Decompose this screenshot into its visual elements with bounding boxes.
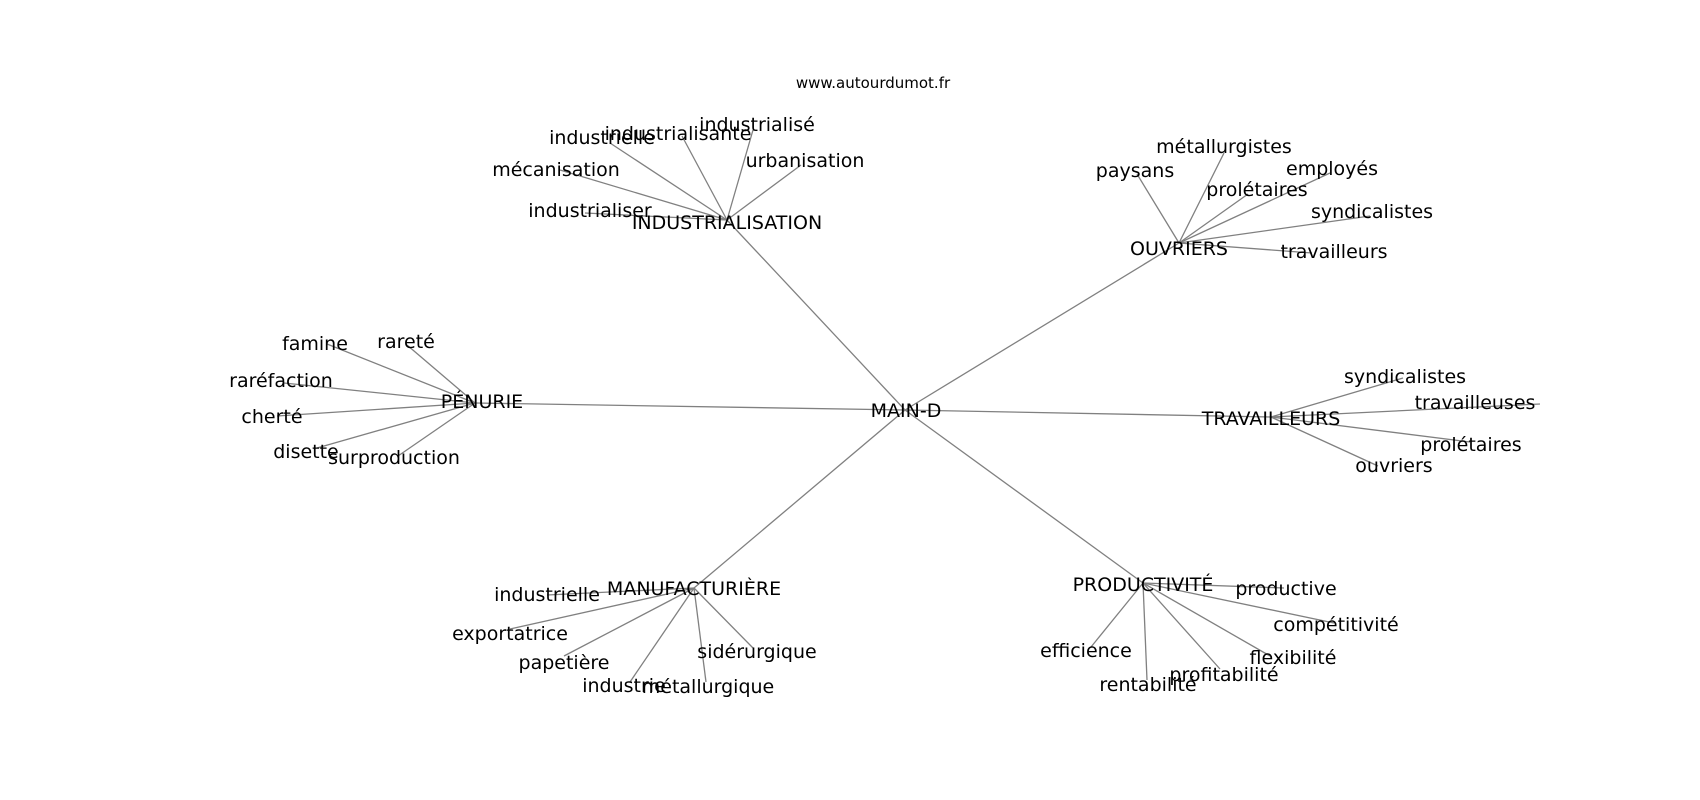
leaf-label-ouvriers: travailleurs	[1280, 241, 1387, 263]
edge-manufacturiere-leaf-2	[563, 587, 695, 657]
leaf-label-industrialisation: mécanisation	[492, 159, 620, 181]
hub-label-manufacturiere: MANUFACTURIÈRE	[607, 577, 781, 600]
leaf-label-productivite: flexibilité	[1250, 647, 1337, 669]
edge-ouvriers-leaf-3	[1178, 193, 1249, 244]
edge-manufacturiere-leaf-3	[693, 587, 754, 649]
center-node-label: MAIN-D	[871, 400, 942, 422]
edge-industrialisation-leaf-0	[726, 129, 754, 221]
leaf-label-ouvriers: paysans	[1096, 160, 1174, 182]
leaf-label-penurie: surproduction	[328, 447, 460, 469]
edge-manufacturiere-leaf-0	[546, 587, 695, 596]
edge-ouvriers-leaf-0	[1178, 152, 1225, 244]
edge-center-travailleurs	[904, 409, 1272, 418]
leaf-label-manufacturiere: exportatrice	[452, 623, 568, 645]
leaf-label-ouvriers: prolétaires	[1206, 179, 1307, 201]
edge-penurie-leaf-2	[283, 382, 476, 404]
leaf-label-ouvriers: métallurgistes	[1156, 136, 1292, 158]
leaf-label-productivite: efficience	[1040, 640, 1132, 662]
leaf-label-industrialisation: urbanisation	[746, 150, 865, 172]
edge-industrialisation-leaf-4	[559, 169, 728, 221]
leaf-label-manufacturiere: industrielle	[494, 584, 600, 606]
watermark: www.autourdumot.fr	[796, 74, 951, 92]
edge-productivite-leaf-1	[1142, 582, 1335, 624]
edge-center-penurie	[474, 402, 906, 411]
leaf-label-manufacturiere: sidérurgique	[697, 641, 816, 663]
leaf-label-travailleurs: syndicalistes	[1344, 366, 1466, 388]
leaf-label-penurie: disette	[273, 441, 339, 463]
edge-industrialisation-leaf-2	[609, 142, 728, 221]
edge-productivite-leaf-0	[1142, 582, 1285, 589]
edge-penurie-leaf-1	[406, 344, 476, 404]
edge-productivite-leaf-2	[1142, 582, 1271, 657]
leaf-label-ouvriers: syndicalistes	[1311, 201, 1433, 223]
edge-center-manufacturiere	[693, 409, 906, 589]
edge-ouvriers-leaf-2	[1178, 172, 1331, 244]
edge-industrialisation-leaf-3	[726, 164, 802, 221]
edge-manufacturiere-leaf-4	[629, 587, 695, 683]
leaf-label-penurie: cherté	[241, 406, 302, 428]
leaf-label-productivite: compétitivité	[1273, 614, 1398, 636]
edge-ouvriers-leaf-5	[1178, 242, 1313, 254]
hub-label-travailleurs: TRAVAILLEURS	[1201, 408, 1341, 430]
edge-industrialisation-leaf-5	[584, 212, 728, 221]
leaf-label-productivite: rentabilité	[1099, 674, 1196, 696]
graph-edges	[276, 129, 1541, 683]
leaf-label-productivite: profitabilité	[1169, 664, 1278, 686]
edge-penurie-leaf-5	[397, 402, 476, 457]
leaf-label-manufacturiere: métallurgique	[642, 676, 775, 698]
edge-penurie-leaf-4	[316, 402, 476, 449]
leaf-label-industrialisation: industrialiser	[528, 200, 652, 222]
hub-label-ouvriers: OUVRIERS	[1130, 238, 1228, 260]
edge-center-productivite	[904, 409, 1144, 584]
leaf-label-penurie: famine	[282, 333, 348, 355]
edge-ouvriers-leaf-4	[1178, 215, 1371, 244]
edge-travailleurs-leaf-2	[1270, 416, 1471, 443]
edge-productivite-leaf-3	[1090, 582, 1144, 648]
leaf-label-penurie: rareté	[377, 331, 435, 353]
leaf-label-industrialisation: industrielle	[549, 127, 655, 149]
leaf-label-travailleurs: travailleuses	[1415, 392, 1536, 414]
leaf-label-industrialisation: industrialisé	[699, 114, 815, 136]
edge-productivite-leaf-4	[1142, 582, 1221, 670]
edge-manufacturiere-leaf-1	[509, 587, 695, 630]
leaf-label-manufacturiere: industrie	[582, 675, 666, 697]
edge-travailleurs-leaf-0	[1270, 377, 1404, 418]
edge-travailleurs-leaf-3	[1270, 416, 1379, 467]
edge-productivite-leaf-5	[1142, 582, 1148, 681]
leaf-label-penurie: raréfaction	[229, 370, 333, 392]
hub-label-industrialisation: INDUSTRIALISATION	[632, 212, 822, 234]
edge-industrialisation-leaf-1	[681, 135, 728, 221]
edge-ouvriers-leaf-1	[1136, 173, 1180, 244]
edge-travailleurs-leaf-1	[1270, 403, 1541, 418]
hub-label-penurie: PÉNURIE	[441, 390, 523, 413]
edge-center-industrialisation	[726, 219, 906, 411]
leaf-label-ouvriers: employés	[1286, 158, 1378, 180]
leaf-label-travailleurs: ouvriers	[1355, 455, 1432, 477]
edge-penurie-leaf-3	[276, 402, 476, 417]
graph-nodes: INDUSTRIALISATIONindustrialiséindustrial…	[229, 114, 1535, 698]
edge-penurie-leaf-0	[326, 343, 476, 404]
edge-manufacturiere-leaf-5	[693, 587, 707, 683]
hub-label-productivite: PRODUCTIVITÉ	[1073, 573, 1214, 596]
leaf-label-manufacturiere: papetière	[519, 652, 610, 674]
leaf-label-productivite: productive	[1235, 578, 1336, 600]
leaf-label-travailleurs: prolétaires	[1420, 434, 1521, 456]
edge-center-ouvriers	[904, 242, 1180, 411]
leaf-label-industrialisation: industrialisante	[605, 123, 752, 145]
